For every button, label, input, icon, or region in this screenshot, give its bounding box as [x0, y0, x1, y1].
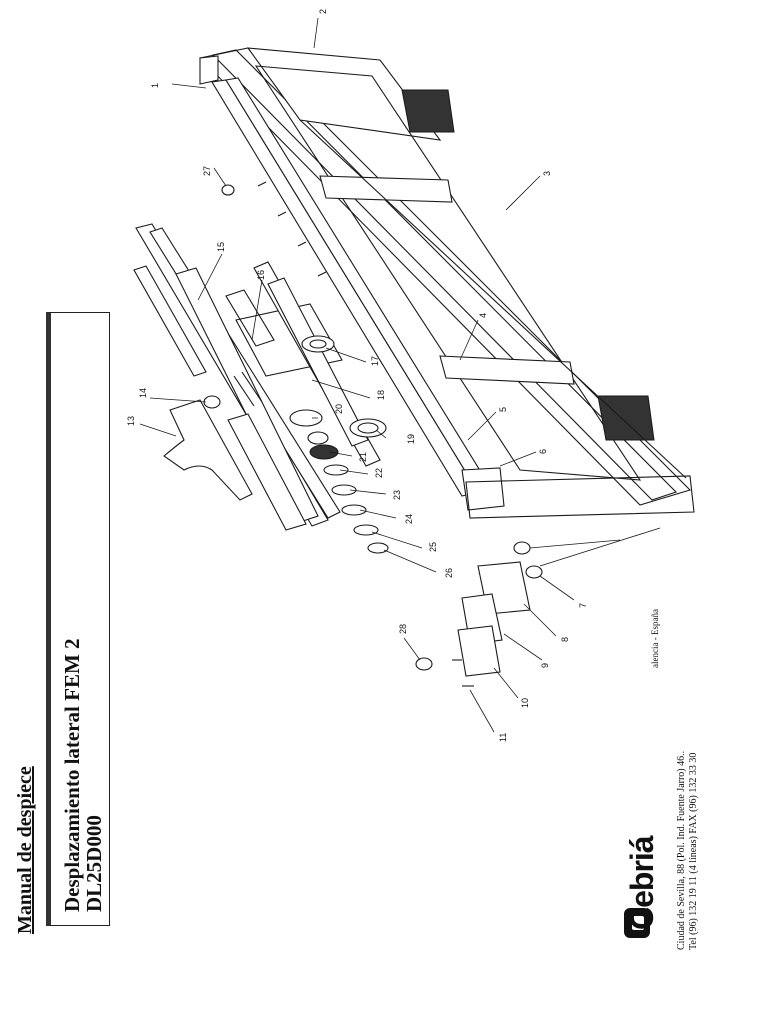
label-6: 6	[538, 449, 548, 454]
label-24: 24	[404, 514, 414, 524]
label-18: 18	[376, 390, 386, 400]
label-13: 13	[126, 416, 136, 426]
label-4: 4	[478, 313, 488, 318]
label-22: 22	[374, 468, 384, 478]
company-phone-fax: Tel (96) 132 19 11 (4 líneas) FAX (96) 1…	[688, 752, 699, 950]
label-23: 23	[392, 490, 402, 500]
label-17: 17	[370, 356, 380, 366]
label-9: 9	[540, 663, 550, 668]
company-address: Ciudad de Sevilla, 88 (Pol. Ind. Fuente …	[676, 750, 687, 950]
bracket-plate	[163, 399, 253, 501]
label-11: 11	[498, 733, 508, 742]
label-21: 21	[358, 452, 368, 462]
leader-lines	[139, 17, 661, 733]
part-labels: 1 2 3 4 5 6 7 8 9 10 11 13 14 15 16 17 1…	[126, 9, 588, 742]
label-26: 26	[444, 568, 454, 578]
cylinder-assembly	[133, 223, 381, 531]
label-2: 2	[318, 9, 328, 14]
seal-rings	[203, 184, 389, 554]
label-14: 14	[138, 388, 148, 398]
mounting-blocks	[415, 541, 543, 687]
label-3: 3	[542, 171, 552, 176]
company-location: alencia - España	[650, 609, 660, 668]
label-25: 25	[428, 542, 438, 552]
main-frame	[198, 47, 695, 519]
title-box	[46, 312, 110, 926]
label-16: 16	[256, 270, 266, 280]
label-7: 7	[578, 603, 588, 608]
label-20: 20	[334, 404, 344, 414]
label-10: 10	[520, 698, 530, 708]
label-1: 1	[150, 83, 160, 88]
label-5: 5	[498, 407, 508, 412]
label-19: 19	[406, 434, 416, 444]
label-27: 27	[202, 166, 212, 176]
cebria-logo-icon	[624, 908, 650, 938]
label-28: 28	[398, 624, 408, 634]
label-8: 8	[560, 637, 570, 642]
company-logo-text: Cebriá	[624, 836, 660, 930]
label-15: 15	[216, 242, 226, 252]
